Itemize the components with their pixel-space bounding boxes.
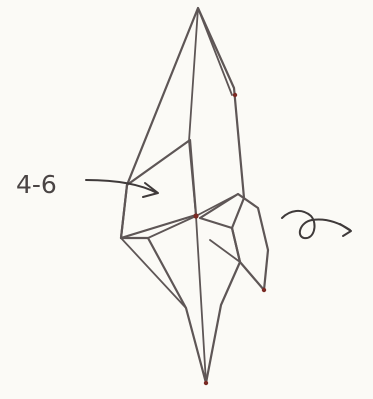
step-reference-label: 4-6 — [16, 170, 57, 199]
turn-over-icon — [282, 211, 351, 238]
left-flap — [121, 140, 196, 238]
arrow-pointer-icon — [86, 180, 158, 197]
model-body — [121, 8, 244, 383]
